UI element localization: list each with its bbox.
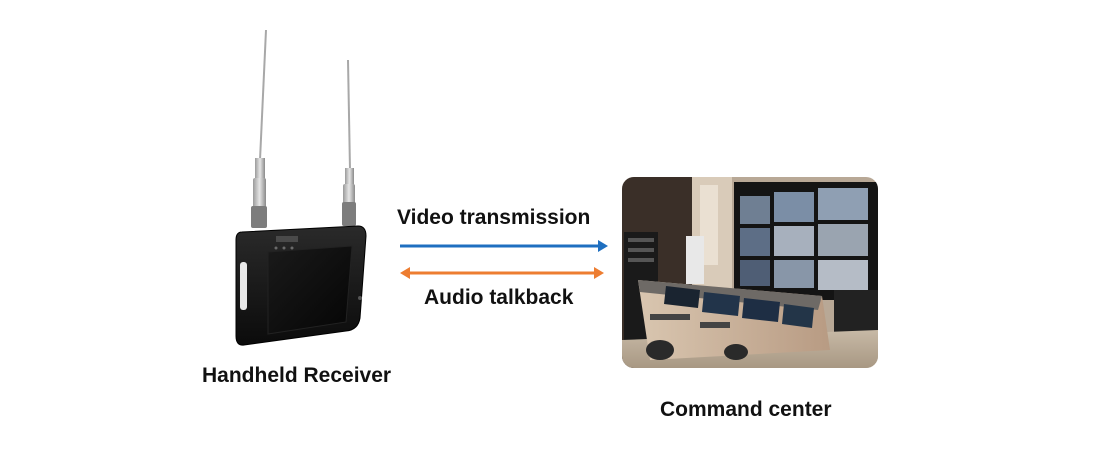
audio-talkback-label: Audio talkback — [424, 286, 574, 309]
antenna-right — [342, 59, 356, 226]
audio-arrow — [400, 267, 604, 279]
antenna-left — [251, 29, 267, 228]
handheld-receiver-image — [235, 29, 367, 346]
video-wall — [740, 188, 868, 290]
command-center-photo — [622, 177, 878, 368]
video-arrow — [400, 240, 608, 252]
video-transmission-label: Video transmission — [397, 206, 591, 229]
handheld-receiver-label: Handheld Receiver — [202, 364, 392, 387]
console-monitors — [664, 286, 814, 328]
command-center-label: Command center — [660, 398, 832, 421]
